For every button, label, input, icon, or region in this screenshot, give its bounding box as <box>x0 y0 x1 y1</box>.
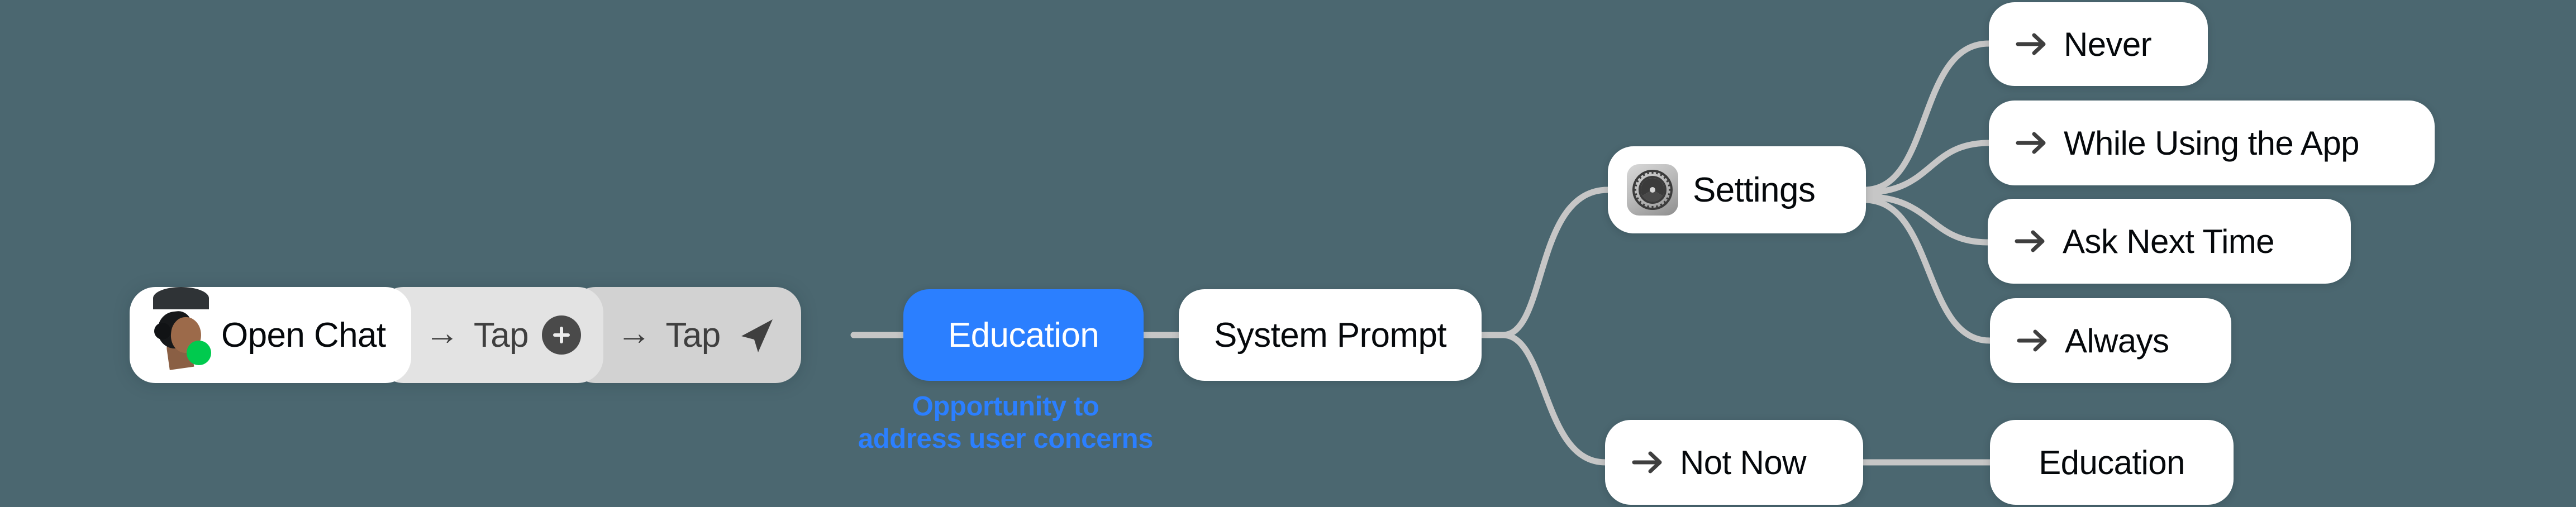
ios-settings-gear-icon <box>1627 164 1678 216</box>
arrow-right-icon: → <box>617 314 651 352</box>
breadcrumb-label-open-chat: Open Chat <box>221 315 386 355</box>
node-label-settings: Settings <box>1693 170 1816 209</box>
edge-settings-to-never <box>1861 40 1992 193</box>
node-label-education-leaf: Education <box>2039 443 2185 481</box>
node-option-always[interactable]: Always <box>1990 298 2231 383</box>
arrow-right-icon <box>2016 32 2048 56</box>
avatar <box>151 287 211 370</box>
node-label-option-ask-next-time: Ask Next Time <box>2063 222 2275 260</box>
node-label-not-now: Not Now <box>1680 443 1806 481</box>
node-option-ask-next-time[interactable]: Ask Next Time <box>1988 199 2351 284</box>
breadcrumb-label-tap-plus: Tap <box>473 315 529 355</box>
node-not-now[interactable]: Not Now <box>1605 420 1863 505</box>
node-label-option-never: Never <box>2064 25 2152 63</box>
breadcrumb-item-open-chat[interactable]: Open Chat <box>130 287 412 383</box>
arrow-right-icon <box>2015 229 2047 253</box>
edge-settings-to-ask-next <box>1861 193 1991 246</box>
node-option-never[interactable]: Never <box>1989 2 2208 86</box>
node-education-leaf[interactable]: Education <box>1990 420 2234 505</box>
arrow-right-icon: → <box>425 314 459 352</box>
breadcrumb-label-tap-send: Tap <box>665 315 721 355</box>
node-label-education-highlight: Education <box>947 315 1099 355</box>
node-option-while-using-the-app[interactable]: While Using the App <box>1989 101 2435 185</box>
node-label-option-while-using-the-app: While Using the App <box>2064 124 2360 162</box>
node-system-prompt[interactable]: System Prompt <box>1179 289 1482 381</box>
arrow-right-icon <box>2016 131 2048 155</box>
edge-settings-to-always <box>1861 197 1993 344</box>
edge-settings-to-while-using <box>1861 140 1992 196</box>
node-education-highlight[interactable]: Education <box>903 289 1144 381</box>
plus-circle-icon <box>542 315 582 355</box>
arrow-right-icon <box>2017 328 2049 353</box>
node-label-option-always: Always <box>2065 322 2169 360</box>
education-caption: Opportunity to address user concerns <box>858 391 1154 454</box>
edge-fork-to-settings <box>1499 186 1611 338</box>
node-label-system-prompt: System Prompt <box>1214 315 1447 355</box>
arrow-right-icon <box>1632 450 1664 475</box>
breadcrumb-item-tap-plus[interactable]: → Tap <box>378 287 604 383</box>
online-status-dot <box>187 341 211 365</box>
breadcrumb-item-tap-send[interactable]: → Tap <box>570 287 801 383</box>
breadcrumb: Open Chat → Tap → Tap <box>130 287 801 383</box>
node-settings[interactable]: Settings <box>1608 146 1866 233</box>
send-icon <box>734 314 777 356</box>
edge-fork-to-not-now <box>1499 332 1608 466</box>
